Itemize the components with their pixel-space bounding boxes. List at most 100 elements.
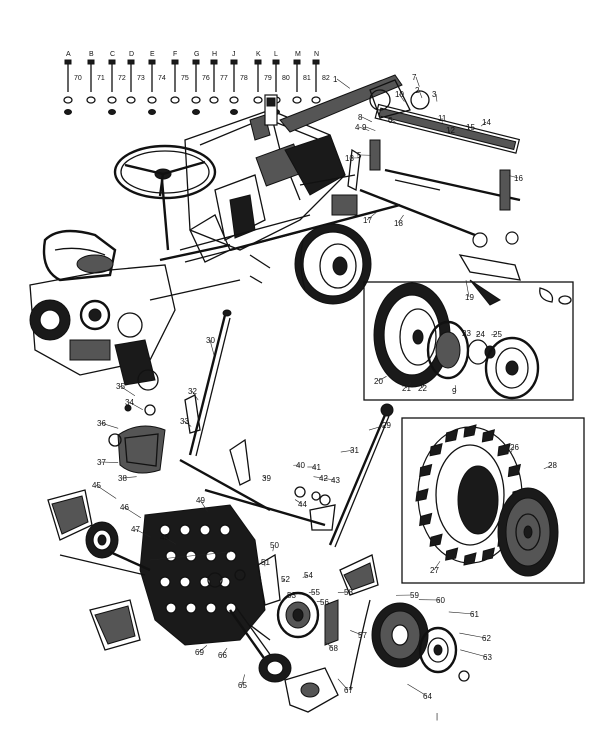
leader-line [294,499,303,505]
callout-transaxle: 66 [218,647,227,660]
callout-top-right: 12 [446,126,455,135]
leader-line [282,578,286,582]
bolt-head [87,59,95,65]
callout-transaxle: 59 [395,591,419,600]
callout-number: 50 [270,541,279,550]
callout-transaxle: 56 [316,598,329,607]
callout-number: 32 [188,387,197,396]
bolt-head [230,59,238,65]
bolt-head [293,59,301,65]
hardware-letter: G [194,51,199,58]
leader-line [435,93,438,102]
leader-line [324,478,336,481]
callout-wheel-assembly: 20 [374,376,387,386]
callout-number: 19 [465,293,474,302]
leader-line [358,126,370,131]
callout-number: 42 [319,474,328,483]
callout-transaxle: 50 [270,541,279,552]
callout-steering-linkage: 41 [307,463,321,472]
hardware-letter: B [89,51,94,58]
callout-wheel-assembly: 22 [418,382,427,393]
leader-line [316,601,325,603]
tread-lug [415,488,429,502]
callout-number: 53 [287,591,296,600]
callout-top-right: 18 [394,214,404,228]
callout-steering-linkage: 30 [206,336,215,356]
hardware-number: 81 [303,75,311,82]
nut [64,109,72,115]
callout-number: 38 [118,474,127,483]
callout-number: 11 [438,114,447,123]
callout-transaxle: 65 [238,674,247,690]
callout-number: 29 [382,421,391,430]
leader-line [454,385,457,392]
callout-number: 24 [476,330,485,339]
gearbox-bolt [159,524,171,536]
callout-wheel-assembly: 23 [462,329,471,338]
bolt-head [64,59,72,65]
callout-steering-linkage: 38 [118,474,137,483]
hardware-number: 75 [181,75,189,82]
callout-transaxle: 46 [120,503,141,519]
hardware-item: A70 [63,51,82,115]
callout-number: 8 [358,113,363,122]
leader-line [365,126,376,131]
tread-lug [429,533,443,547]
leader-line [460,649,488,658]
washer [107,96,117,104]
tread-lug [445,429,459,443]
washer [191,96,201,104]
callout-transaxle: 68 [324,641,338,653]
leader-line [308,591,316,593]
washer [253,96,263,104]
hardware-item: M 81 [292,51,311,104]
callout-transaxle: 67 [337,678,353,695]
hardware-number: 76 [202,75,210,82]
gearbox-bolt [165,550,177,562]
callout-top-right: 16 [509,174,523,183]
hardware-number: 74 [158,75,166,82]
bolt-head [108,59,116,65]
leader-line [198,645,207,653]
callout-number: 1 [333,75,338,84]
leader-line [350,630,363,636]
callout-top-right: 9 [362,123,376,132]
leader-line [448,611,475,615]
callout-steering-linkage: 32 [188,387,199,401]
callout-top-right: 2 [415,86,423,99]
leader-line [95,484,117,499]
leader-line [433,561,441,571]
callout-number: 64 [423,692,432,701]
leader-line [459,632,487,639]
callout-steering-linkage: 43 [324,476,340,485]
leader-line [463,332,467,335]
callout-number: 61 [470,610,479,619]
washer [292,96,302,104]
tread-lug [463,552,477,566]
hardware-letter: N [314,51,319,58]
callout-number: 17 [363,216,372,225]
leader-line [465,280,470,298]
seat [42,229,117,282]
bolt-head [192,59,200,65]
hardware-letter: M [295,51,301,58]
front-wheel [294,223,372,305]
hardware-letter: J [232,51,236,58]
leader-line [209,339,215,356]
callout-number: 57 [358,631,367,640]
callout-top-right: 11 [438,114,447,123]
leader-line [543,464,553,470]
callout-transaxle: 51 [261,558,270,567]
tread-lug [419,512,433,527]
hardware-item: K79 [253,51,272,104]
callout-steering-linkage: 33 [180,417,192,427]
leader-line [340,449,355,453]
callout-steering-linkage: 39 [262,474,271,483]
gearbox-bolt [179,524,191,536]
callout-number: 67 [344,686,353,695]
leader-line [361,116,372,123]
hardware-letter: A [66,51,71,58]
callout-number: 16 [514,174,523,183]
callout-number: 28 [548,461,557,470]
callout-transaxle: 48 [160,533,177,545]
